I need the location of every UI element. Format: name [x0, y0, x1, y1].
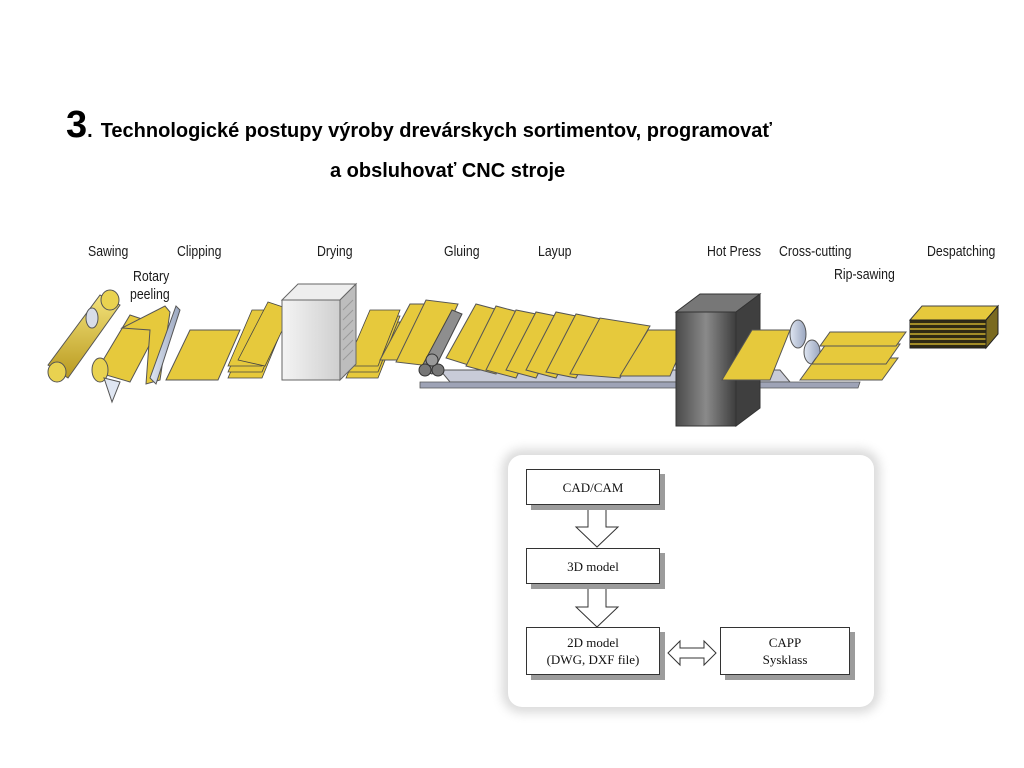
node-3d-model: 3D model: [526, 548, 660, 584]
label-layup: Layup: [538, 243, 572, 260]
node-capp-label-1: CAPP: [768, 635, 802, 650]
label-peeling: peeling: [130, 286, 170, 303]
node-2d-model-label-2: (DWG, DXF file): [546, 652, 640, 667]
flowchart-arrows: [574, 506, 717, 667]
label-despatching: Despatching: [927, 243, 996, 260]
title-number: 3: [66, 104, 88, 146]
log-icon: [47, 289, 121, 383]
node-cad-cam-label: CAD/CAM: [562, 479, 624, 495]
title-line-2: a obsluhovať CNC stroje: [330, 160, 566, 182]
layup-sheets-icon: [445, 303, 691, 379]
title-line-1: Technologické postupy výroby drevárskych…: [100, 120, 772, 142]
plywood-process-illustration: [47, 282, 1000, 427]
label-gluing: Gluing: [444, 243, 480, 260]
arrow-down-1-icon: [574, 506, 620, 548]
node-capp-label-2: Sysklass: [762, 652, 808, 667]
node-2d-model-label-1: 2D model: [567, 635, 619, 650]
saw-blades-icon: [789, 319, 907, 381]
label-hot-press: Hot Press: [707, 243, 762, 260]
label-clipping: Clipping: [177, 243, 222, 260]
label-rip-sawing: Rip-sawing: [834, 266, 895, 283]
node-cad-cam: CAD/CAM: [526, 469, 660, 505]
glue-rollers-icon: [379, 299, 463, 377]
node-capp-sysklass: CAPP Sysklass: [720, 627, 850, 675]
node-3d-model-label: 3D model: [567, 558, 619, 574]
dryer-icon: [227, 282, 401, 382]
arrow-down-2-icon: [574, 586, 620, 628]
despatch-stack-icon: [908, 304, 1000, 350]
rotary-peeler-icon: [91, 305, 181, 404]
label-drying: Drying: [317, 243, 353, 260]
hot-press-icon: [674, 293, 791, 427]
clipped-veneer-icon: [165, 329, 241, 381]
label-sawing: Sawing: [88, 243, 129, 260]
label-rotary: Rotary: [133, 268, 170, 285]
cad-cam-flowchart-panel: CAD/CAM 3D model 2D model (DWG, DXF file…: [508, 455, 874, 707]
slide-title: 3. Technologické postupy výroby drevársky…: [66, 104, 966, 182]
double-arrow-icon: [667, 639, 717, 667]
title-dot: .: [87, 120, 93, 142]
label-cross-cutting: Cross-cutting: [779, 243, 852, 260]
node-2d-model: 2D model (DWG, DXF file): [526, 627, 660, 675]
